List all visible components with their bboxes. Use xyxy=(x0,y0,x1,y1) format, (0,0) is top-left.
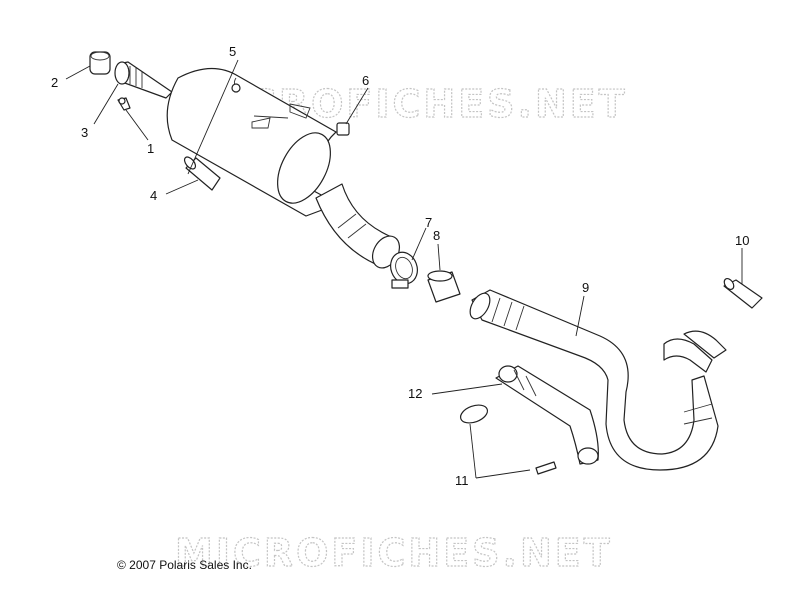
part-3-spark-arrestor[interactable] xyxy=(114,61,173,99)
watermark-bottom: MICROFICHES.NET xyxy=(175,531,613,575)
callout-5: 5 xyxy=(229,44,236,59)
callout-3: 3 xyxy=(81,125,88,140)
callout-8: 8 xyxy=(433,228,440,243)
part-10-sensor[interactable] xyxy=(722,277,763,309)
callout-7: 7 xyxy=(425,215,432,230)
copyright-notice: © 2007 Polaris Sales Inc. xyxy=(117,558,252,572)
part-7-clamp[interactable] xyxy=(386,249,421,289)
part-4-bushing[interactable] xyxy=(182,155,221,191)
part-11-gasket[interactable] xyxy=(458,402,490,427)
callout-12: 12 xyxy=(408,386,422,401)
part-2-end-cap[interactable] xyxy=(89,51,111,75)
part-5-muffler[interactable] xyxy=(166,67,341,217)
callout-2: 2 xyxy=(51,75,58,90)
callout-10: 10 xyxy=(735,233,749,248)
leader-lines xyxy=(65,59,743,479)
part-9-head-pipe[interactable] xyxy=(466,289,727,471)
part-12-header-pipe[interactable] xyxy=(495,365,599,465)
part-11-pin[interactable] xyxy=(535,461,557,475)
part-8-gasket[interactable] xyxy=(427,270,461,303)
callout-6: 6 xyxy=(362,73,369,88)
callout-4: 4 xyxy=(150,188,157,203)
part-1-screw[interactable] xyxy=(117,97,131,111)
callout-9: 9 xyxy=(582,280,589,295)
callouts: 1 2 3 4 5 6 7 8 9 10 11 12 xyxy=(51,44,749,488)
callout-11: 11 xyxy=(455,473,469,488)
part-6-nut[interactable] xyxy=(336,122,350,136)
callout-1: 1 xyxy=(147,141,154,156)
